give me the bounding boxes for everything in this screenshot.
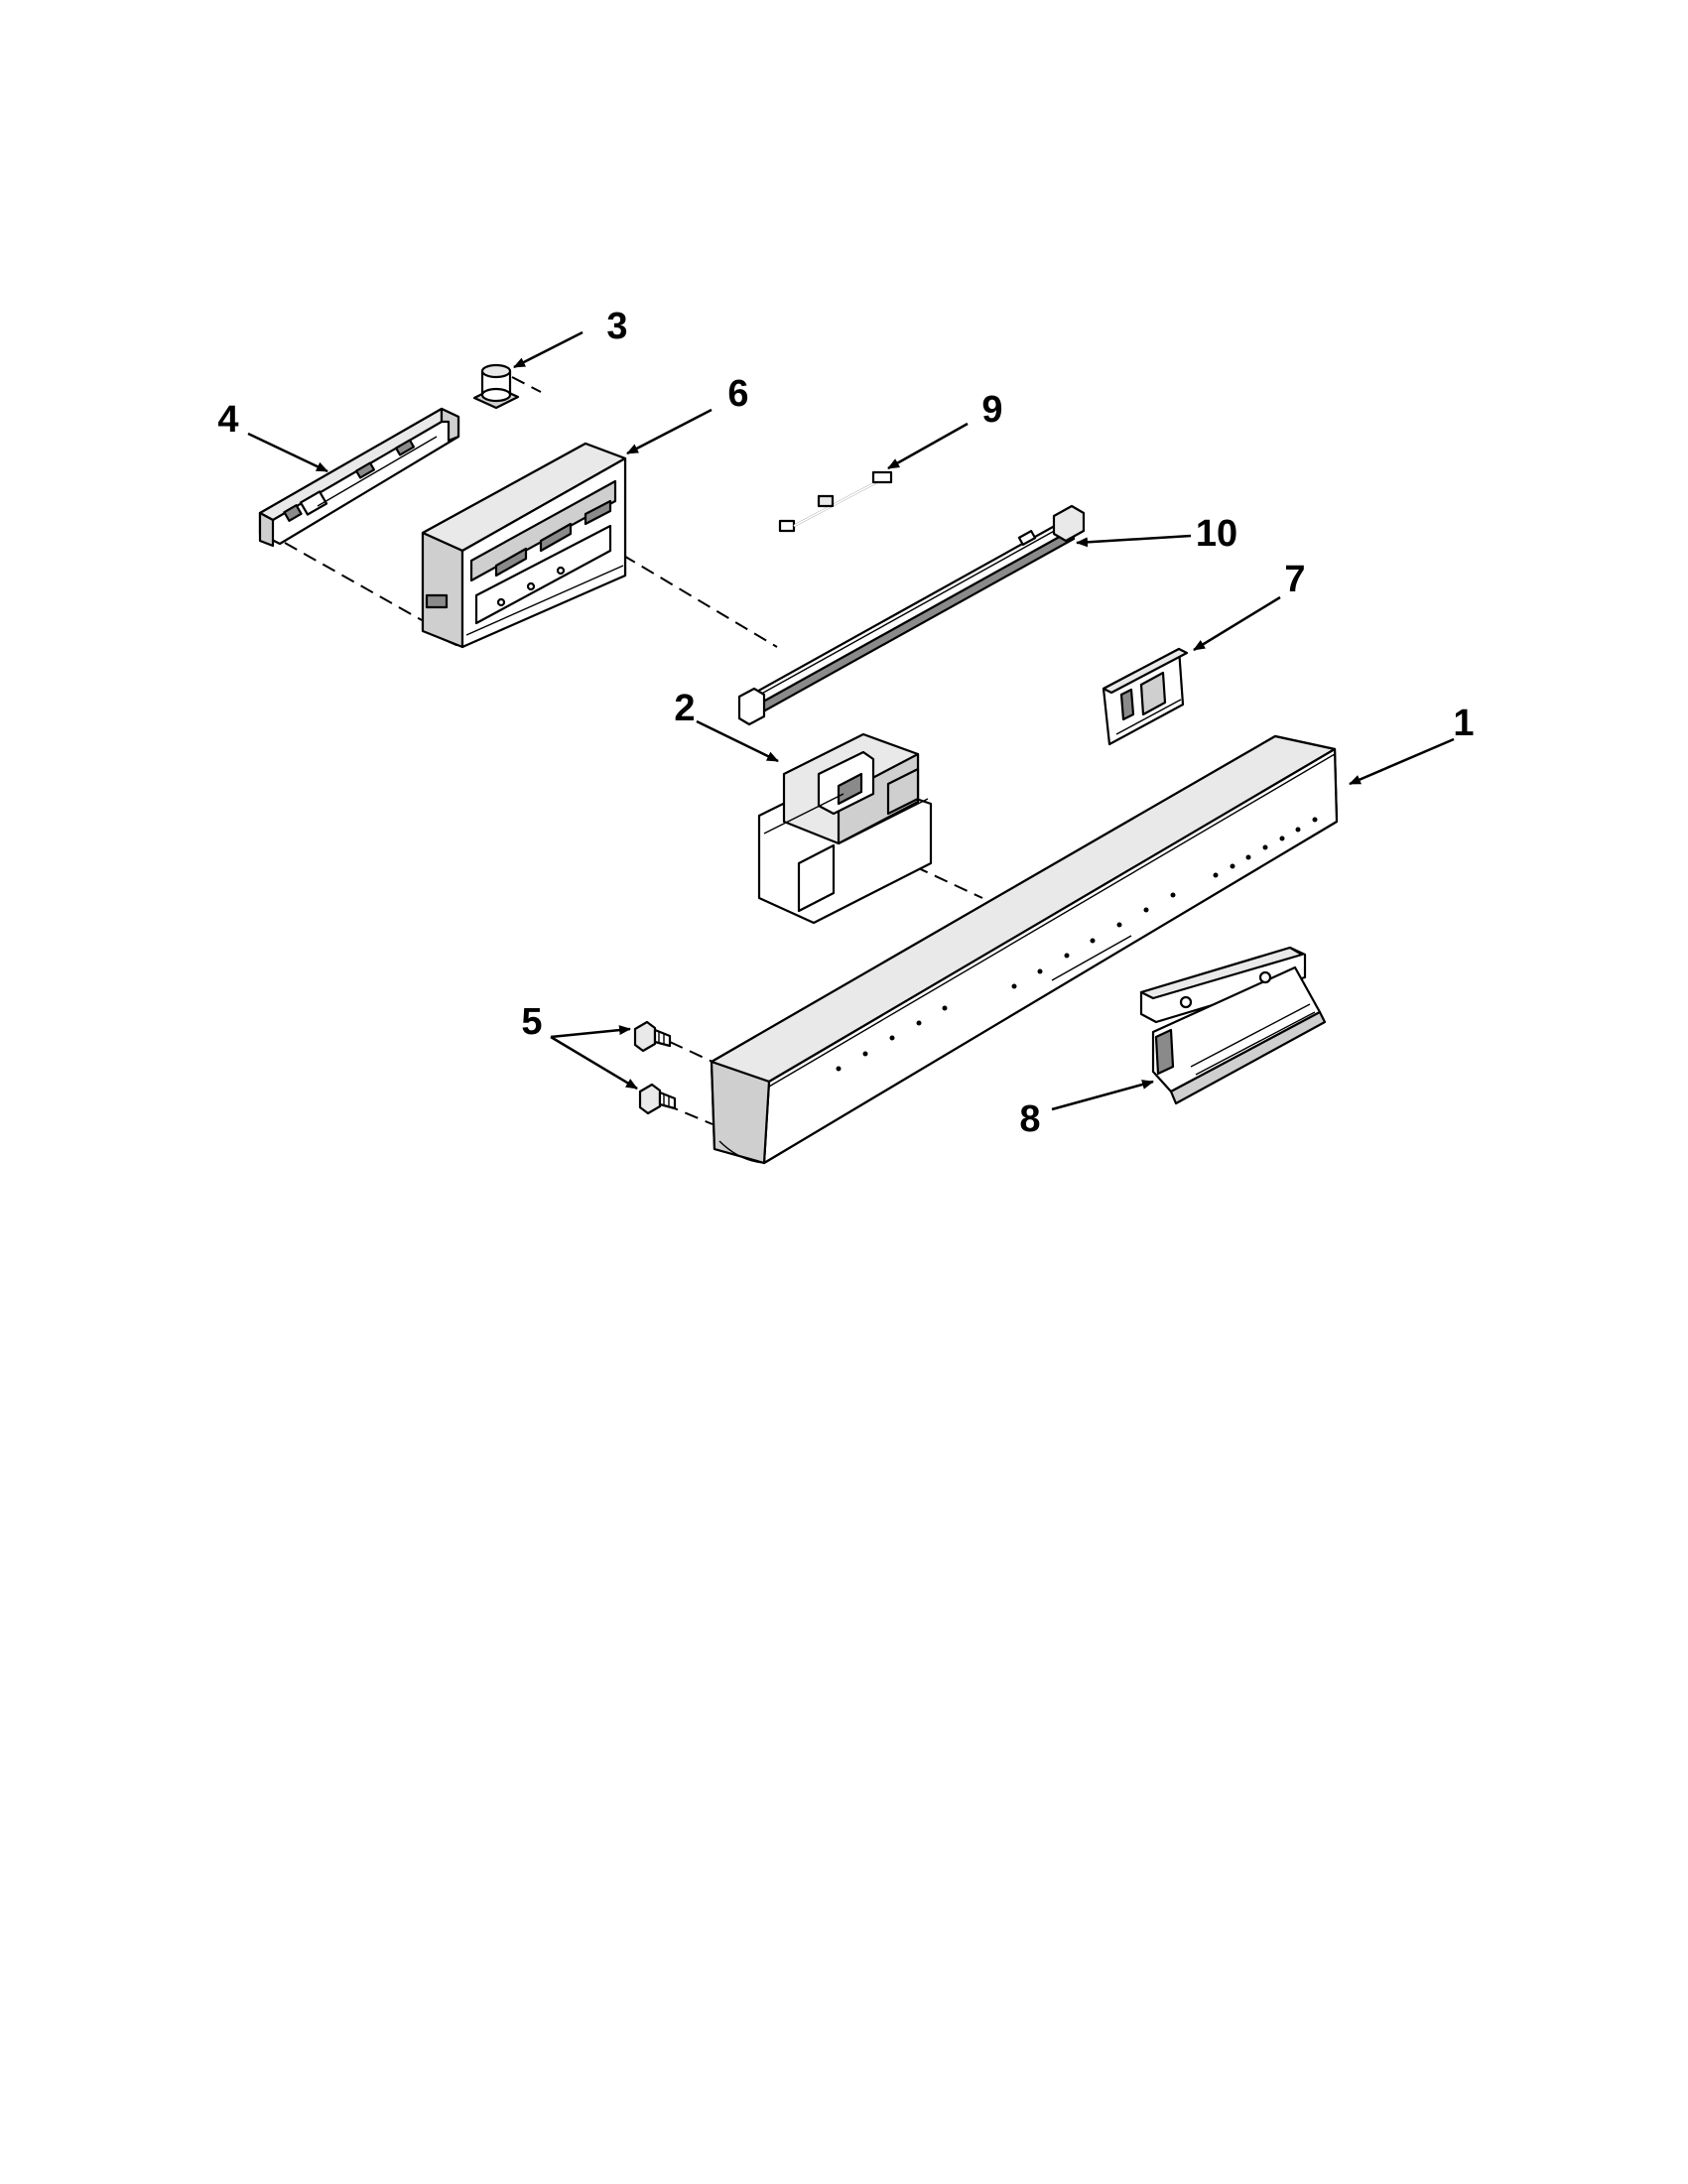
part-7-clip: [1102, 647, 1189, 746]
part-2-mount-block: [757, 732, 933, 925]
part-3-sensor: [472, 363, 520, 410]
leader-3: [513, 330, 584, 369]
callout-7: 7: [1284, 559, 1305, 600]
callout-6: 6: [727, 373, 748, 415]
part-5-screws: [633, 1020, 677, 1115]
callout-9: 9: [981, 389, 1002, 431]
part-6-control-housing: [421, 442, 627, 649]
leader-9: [887, 422, 969, 470]
part-9-wire-harness: [778, 470, 893, 533]
screw-lower: [638, 1083, 677, 1115]
leader-4: [247, 432, 328, 473]
leader-2: [696, 719, 779, 763]
callout-10: 10: [1196, 513, 1237, 555]
part-4-bracket: [258, 407, 460, 548]
callout-5: 5: [521, 1001, 542, 1043]
part-10-long-harness: [737, 504, 1086, 726]
leader-8: [1051, 1080, 1154, 1111]
leader-lines: [247, 330, 1455, 1111]
leader-10: [1076, 534, 1192, 548]
callout-8: 8: [1019, 1098, 1040, 1140]
callout-1: 1: [1453, 703, 1474, 744]
leader-5b: [550, 1035, 638, 1091]
leader-7: [1193, 595, 1281, 652]
leader-6: [626, 408, 713, 455]
callout-labels: 1 2 3 4 5 6 7 8 9 10: [217, 306, 1474, 1140]
callout-3: 3: [606, 306, 627, 347]
screw-upper: [633, 1020, 672, 1053]
part-8-rear-bracket: [1139, 946, 1327, 1105]
callout-2: 2: [674, 688, 695, 729]
leader-1: [1349, 737, 1455, 786]
part-1-control-panel: [710, 734, 1339, 1165]
leader-5a: [550, 1025, 631, 1039]
callout-4: 4: [217, 399, 238, 441]
